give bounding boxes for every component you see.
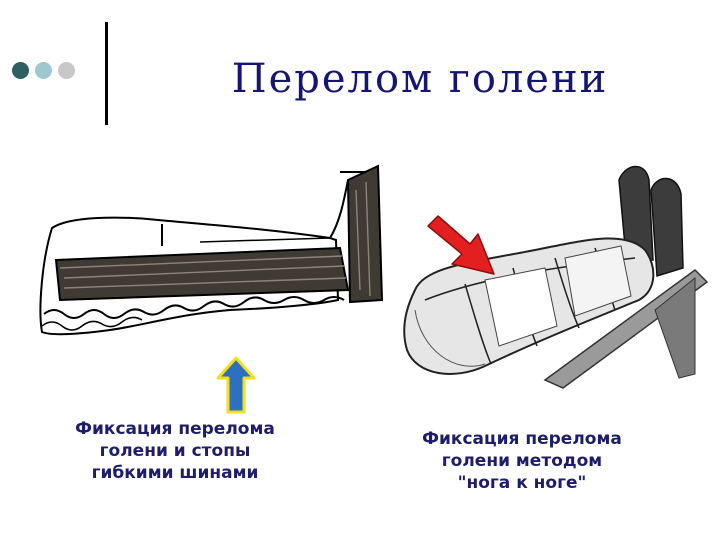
leg-to-leg-illustration <box>403 165 709 389</box>
right-caption-line-2: голени методом <box>441 451 603 471</box>
left-caption-line-2: голени и стопы <box>99 441 251 461</box>
bullet-dot-light <box>35 62 52 79</box>
flexible-splint-illustration <box>39 164 384 336</box>
bullet-dot-dark <box>12 62 29 79</box>
arrow-down-right-icon <box>427 215 495 275</box>
right-caption: Фиксация перелома голени методом "нога к… <box>372 428 672 494</box>
slide-bullets <box>12 62 75 79</box>
right-caption-line-3: "нога к ноге" <box>457 473 587 493</box>
bullet-dot-grey <box>58 62 75 79</box>
page-title: Перелом голени <box>231 56 609 102</box>
right-caption-line-1: Фиксация перелома <box>422 429 622 449</box>
left-caption: Фиксация перелома голени и стопы гибкими… <box>30 418 320 484</box>
title-divider <box>105 22 108 125</box>
left-caption-line-3: гибкими шинами <box>91 463 259 483</box>
arrow-up-icon <box>216 356 256 414</box>
left-caption-line-1: Фиксация перелома <box>75 419 275 439</box>
